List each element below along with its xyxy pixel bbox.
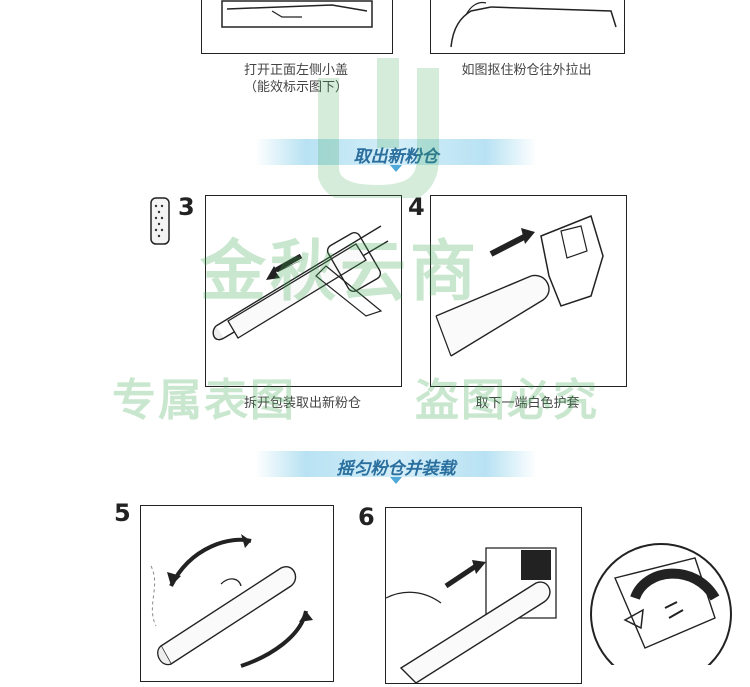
top-left-caption-1: 打开正面左侧小盖	[243, 63, 348, 78]
section-title: 摇匀粉仓并装载	[336, 459, 456, 479]
top-left-caption-2: （能效标示图下）	[243, 80, 348, 95]
pull-out-illustration	[450, 1, 617, 48]
step-number-4: 4	[408, 193, 425, 221]
step6-panel	[385, 507, 582, 684]
toner-small-icon	[150, 197, 170, 245]
install-toner-illustration	[385, 547, 557, 684]
step4-panel	[430, 195, 627, 387]
watermark-j-mark	[318, 58, 439, 198]
section-title: 取出新粉仓	[353, 147, 439, 167]
zoom-detail-circle	[590, 543, 732, 665]
step-number-3: 3	[178, 193, 195, 221]
top-left-panel	[201, 0, 393, 54]
unpack-toner-illustration	[212, 225, 389, 341]
banner-pointer	[390, 165, 402, 172]
section-banner-shake-install: 摇匀粉仓并装载	[255, 451, 537, 484]
step3-caption: 拆开包装取出新粉仓	[243, 396, 361, 411]
step3-panel	[205, 195, 402, 387]
top-right-caption: 如图抠住粉仓往外拉出	[461, 63, 592, 78]
section-banner-take-new: 取出新粉仓	[255, 139, 537, 172]
top-right-panel	[430, 0, 625, 54]
shake-toner-illustration	[150, 534, 313, 668]
step-number-5: 5	[114, 499, 131, 527]
banner-pointer	[390, 477, 402, 484]
step4-caption: 取下一端白色护套	[475, 396, 580, 411]
step5-panel	[140, 505, 334, 682]
remove-cap-illustration	[435, 214, 604, 357]
step-number-6: 6	[358, 503, 375, 531]
drawer-illustration	[221, 0, 373, 28]
